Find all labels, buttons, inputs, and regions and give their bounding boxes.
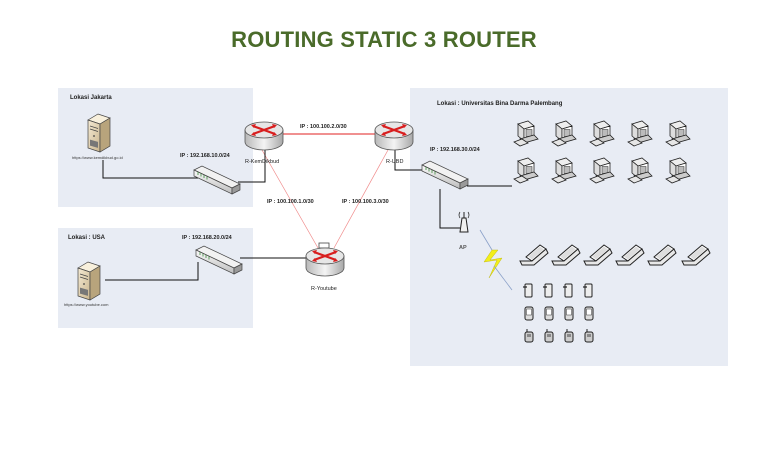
link-label-ubd-youtube: IP : 100.100.3.0/30 bbox=[342, 199, 389, 205]
server-kemdikbud-icon bbox=[87, 113, 111, 153]
router-ubd-label: R-UBD bbox=[386, 159, 404, 165]
switch-usa-icon bbox=[195, 245, 243, 275]
cable-switch-kemdikbud bbox=[238, 150, 266, 183]
mobile-device-group bbox=[522, 283, 594, 343]
server-youtube-icon bbox=[77, 261, 101, 301]
zone-jakarta-label: Lokasi Jakarta bbox=[70, 95, 112, 101]
link-kemdikbud-youtube bbox=[261, 149, 319, 249]
router-youtube-label: R-Youtube bbox=[311, 286, 337, 292]
access-point-icon bbox=[458, 211, 470, 233]
server-kemdikbud-url: https://www.kemdikbud.go.id bbox=[72, 155, 123, 160]
access-point-label: AP bbox=[459, 245, 467, 251]
router-ubd-icon bbox=[373, 120, 415, 152]
server-youtube-url: https://www.youtube.com bbox=[64, 302, 109, 307]
wireless-signal-icon bbox=[479, 229, 513, 291]
link-label-kemdikbud-ubd: IP : 100.100.2.0/30 bbox=[300, 124, 347, 130]
network-ubd-label: IP : 192.168.30.0/24 bbox=[430, 147, 480, 153]
switch-ubd-icon bbox=[421, 160, 469, 190]
zone-usa-label: Lokasi : USA bbox=[68, 235, 106, 241]
diagram-title: ROUTING STATIC 3 ROUTER bbox=[231, 27, 537, 52]
link-label-kemdikbud-youtube: IP : 100.100.1.0/30 bbox=[267, 199, 314, 205]
network-usa-label: IP : 192.168.20.0/24 bbox=[182, 235, 232, 241]
cable-server-jakarta bbox=[102, 160, 198, 179]
router-kemdikbud-label: R-KemDikbud bbox=[245, 159, 280, 165]
router-youtube-icon bbox=[304, 242, 346, 278]
network-jakarta-label: IP : 192.168.10.0/24 bbox=[180, 153, 230, 159]
laptop-group bbox=[519, 244, 711, 266]
switch-jakarta-icon bbox=[193, 165, 241, 195]
zone-ubd-label: Lokasi : Universitas Bina Darma Palemban… bbox=[437, 101, 563, 107]
cable-server-usa bbox=[105, 262, 199, 281]
desktop-group bbox=[513, 120, 691, 184]
router-kemdikbud-icon bbox=[243, 120, 285, 152]
link-ubd-youtube bbox=[333, 149, 389, 249]
cable-switch-ap bbox=[439, 189, 460, 229]
cable-ubd-switch bbox=[394, 150, 424, 171]
